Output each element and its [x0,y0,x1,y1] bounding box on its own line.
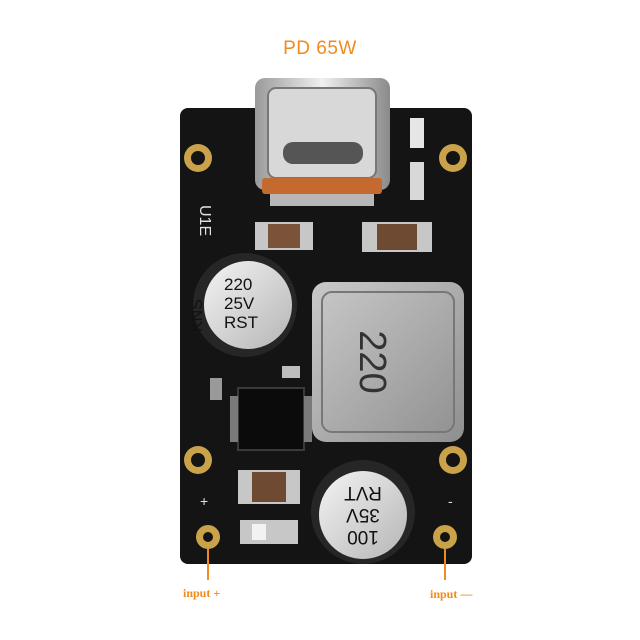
smd-capacitor-top-right [362,222,432,252]
product-title: PD 65W [283,38,357,59]
smd-led-2 [410,162,424,200]
input-plus-pad [196,525,220,549]
controller-ic-chip [230,387,312,451]
cap-left-brand: KNS [189,299,206,332]
cap-bottom-line1: 100 [347,526,379,547]
pin-plus-marking: + [200,493,208,509]
smd-capacitor-bottom-left [238,470,300,504]
smd-resistor-small [282,366,300,378]
smd-led-1 [410,118,424,148]
cap-left-line1: 220 [224,275,252,294]
cap-bottom-line2: 35V [346,504,380,525]
usb-c-connector [255,78,390,206]
input-minus-label: input — [430,587,473,601]
corner-pad-mid-left [184,446,212,474]
input-plus-label: input + [183,586,221,600]
corner-pad-top-left [184,144,212,172]
corner-pad-top-right [439,144,467,172]
cap-left-line2: 25V [224,294,255,313]
cap-bottom-line3: RVT [344,482,382,503]
cap-left-line3: RST [224,313,258,332]
smd-resistor-bottom [240,520,298,544]
electrolytic-capacitor-bottom: 100 35V RVT [311,460,415,564]
smd-resistor-small-2 [210,378,222,400]
inductor-marking: 220 [351,330,393,393]
electrolytic-capacitor-left: 220 25V RST KNS [189,253,297,357]
input-minus-pad [433,525,457,549]
corner-pad-mid-right [439,446,467,474]
silkscreen-ref: U1E [196,205,213,236]
pin-minus-marking: - [448,493,453,509]
smd-capacitor-top-left [255,222,313,250]
power-inductor: 220 [312,282,464,442]
